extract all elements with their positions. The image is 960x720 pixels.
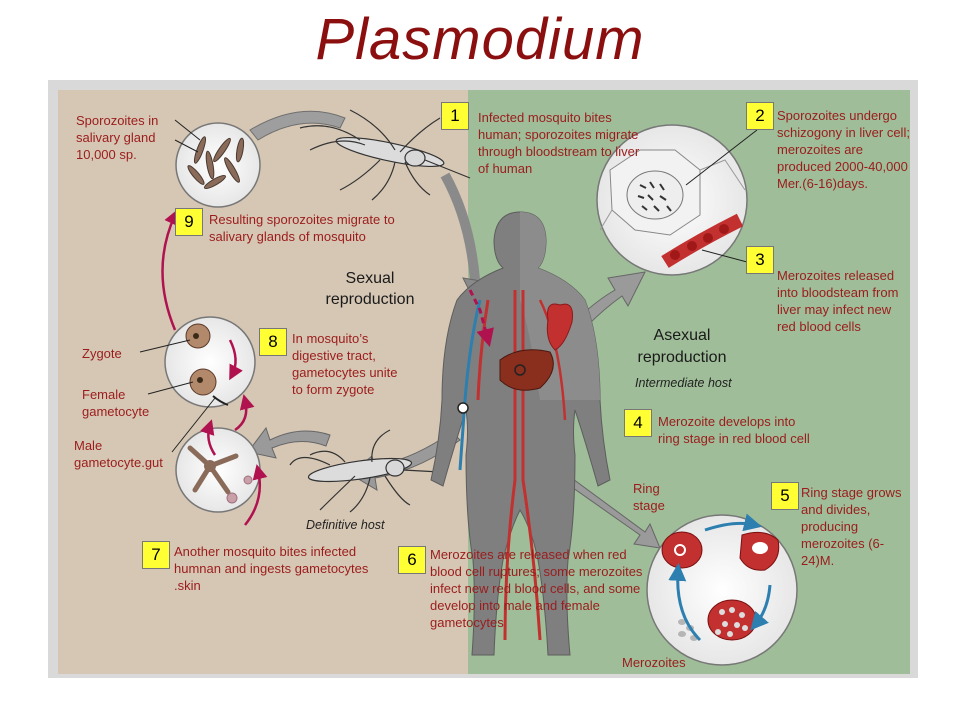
female-gametocyte-label: Female gametocyte [82,387,150,419]
rbc-cycle-circle [646,513,798,666]
step-2-text: Sporozoites undergo schizogony in liver … [777,108,910,191]
step-3-badge: 3 [746,246,774,274]
merozoites-label: Merozoites [622,655,686,670]
step-6-badge: 6 [398,546,426,574]
slide-title: Plasmodium [315,7,645,72]
step-8-text: In mosquito’s digestive tract, gametocyt… [292,331,398,397]
step-8-badge: 8 [259,328,287,356]
arrow-mosquito-to-gut [247,426,331,459]
definitive-host-label: Definitive host [306,518,385,532]
sexual-reproduction-label: Sexual reproduction [325,270,415,308]
step-4-text: Merozoite develops into ring stage in re… [658,414,810,446]
step-7-badge: 7 [142,541,170,569]
mosquito-bottom-icon [289,429,441,513]
step-2-badge: 2 [746,102,774,130]
step-6-text: Merozoites are released when red blood c… [430,547,643,630]
step-3-text: Merozoites released into bloodsteam from… [777,268,899,334]
asexual-reproduction-label: Asexual reproduction [637,327,727,366]
step-1-text: Infected mosquito bites human; sporozoit… [478,110,640,176]
zygote-label: Zygote [82,346,122,361]
step-7-text: Another mosquito bites infected humnan a… [174,544,369,593]
gametocyte-circle [175,427,261,513]
sexual-cycle-arrows [161,209,268,526]
zygote-circle [139,316,256,453]
human-body-figure [430,211,611,656]
step-1-badge: 1 [441,102,469,130]
liver-cell-circle [596,124,758,276]
step-5-badge: 5 [771,482,799,510]
intermediate-host-label: Intermediate host [635,376,732,390]
ring-stage-label: Ring stage [633,481,665,513]
male-gametocyte-label: Male gametocyte.gut [74,438,163,470]
step-9-badge: 9 [175,208,203,236]
mosquito-top-icon [299,109,471,201]
sexual-region [58,90,468,674]
step-5-text: Ring stage grows and divides, producing … [801,485,902,568]
sporozoites-gland-label: Sporozoites in salivary gland 10,000 sp. [76,113,159,162]
salivary-gland-circle [174,119,261,208]
step-9-text: Resulting sporozoites migrate to salivar… [209,212,395,244]
step-4-badge: 4 [624,409,652,437]
